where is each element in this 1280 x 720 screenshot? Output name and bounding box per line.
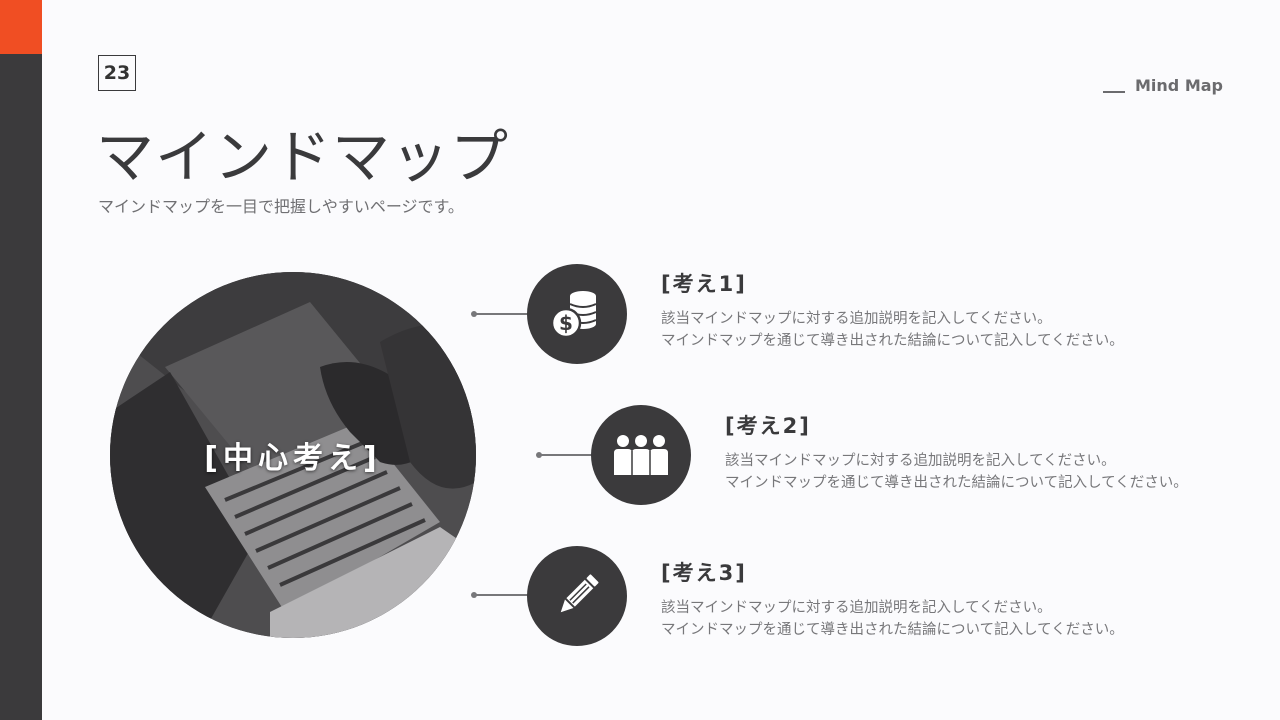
pencil-icon — [560, 574, 599, 613]
idea-3-block: [考え3] 該当マインドマップに対する追加説明を記入してください。 マインドマッ… — [661, 557, 1124, 641]
connector-line-1 — [474, 313, 530, 315]
page-number-box: 23 — [98, 55, 136, 91]
connector-line-2 — [539, 454, 594, 456]
idea-1-heading: [考え1] — [661, 272, 747, 296]
sidebar-accent-block — [0, 0, 42, 54]
section-label-dash — [1103, 90, 1125, 93]
idea-3-icon-circle — [527, 546, 627, 646]
idea-3-heading: [考え3] — [661, 561, 747, 585]
page-subtitle: マインドマップを一目で把握しやすいページです。 — [98, 197, 464, 216]
idea-2-conclusion: マインドマップを通じて導き出された結論について記入してください。 — [725, 475, 1188, 491]
section-label: Mind Map — [1103, 76, 1223, 95]
idea-2-block: [考え2] 該当マインドマップに対する追加説明を記入してください。 マインドマッ… — [725, 410, 1188, 494]
idea-1-icon-circle: $ — [527, 264, 627, 364]
idea-1-description: 該当マインドマップに対する追加説明を記入してください。 — [661, 311, 1052, 327]
idea-1-conclusion: マインドマップを通じて導き出された結論について記入してください。 — [661, 333, 1124, 349]
center-idea-label: [中心考え] — [204, 441, 382, 476]
idea-2-heading: [考え2] — [725, 414, 811, 438]
idea-3-description: 該当マインドマップに対する追加説明を記入してください。 — [661, 600, 1052, 616]
idea-1-block: [考え1] 該当マインドマップに対する追加説明を記入してください。 マインドマッ… — [661, 268, 1124, 352]
idea-2-description: 該当マインドマップに対する追加説明を記入してください。 — [725, 453, 1116, 469]
center-idea-circle: [中心考え] — [110, 272, 476, 638]
svg-text:$: $ — [559, 311, 573, 335]
laptop-photo-image — [110, 272, 476, 638]
connector-line-3 — [474, 594, 530, 596]
coins-dollar-icon: $ — [550, 291, 597, 339]
people-group-icon — [614, 435, 668, 475]
idea-3-conclusion: マインドマップを通じて導き出された結論について記入してください。 — [661, 622, 1124, 638]
left-sidebar-bar — [0, 0, 42, 720]
idea-2-icon-circle — [591, 405, 691, 505]
page-title: マインドマップ — [96, 123, 510, 191]
section-label-text: Mind Map — [1135, 76, 1223, 95]
